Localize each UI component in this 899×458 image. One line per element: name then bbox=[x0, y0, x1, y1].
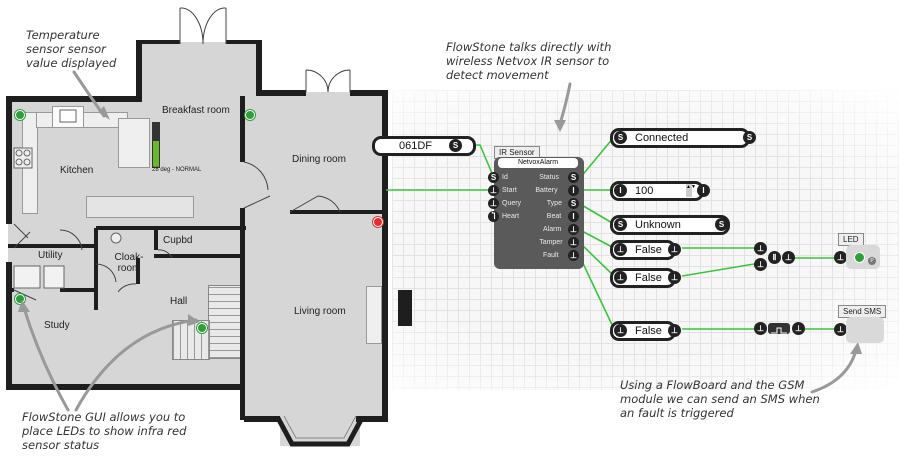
fault-pin-icon: ⊥ bbox=[614, 324, 627, 337]
room-label-utility: Utility bbox=[38, 250, 63, 261]
module-input-label-start: Start bbox=[502, 187, 517, 194]
battery-stepper[interactable]: ▲▼ bbox=[686, 184, 696, 197]
module-input-pin-query[interactable]: ⊥ bbox=[488, 198, 499, 209]
tamper-value-field[interactable]: False bbox=[610, 268, 676, 288]
merge-input-pin-1[interactable]: ⊥ bbox=[754, 242, 767, 255]
module-output-label-status: Status bbox=[539, 174, 560, 181]
status-value-field[interactable]: Connected bbox=[610, 128, 750, 148]
battery-output-pin[interactable]: I bbox=[697, 184, 710, 197]
room-label-hall: Hall bbox=[170, 296, 188, 307]
led-living-alert-icon[interactable] bbox=[373, 217, 383, 227]
module-output-label-battery: Battery bbox=[535, 187, 558, 194]
tamper-output-pin[interactable]: ⊥ bbox=[668, 271, 681, 284]
module-output-label-beat: Beat bbox=[546, 213, 562, 220]
pulse-output-pin[interactable]: ⊥ bbox=[792, 322, 805, 335]
alarm-output-pin[interactable]: ⊥ bbox=[668, 243, 681, 256]
module-input-pin-start[interactable]: ⊥ bbox=[488, 185, 499, 196]
room-label-cloakroom: Cloak- room bbox=[114, 252, 144, 274]
module-output-pin-type[interactable]: S bbox=[568, 198, 579, 209]
module-input-label-query: Query bbox=[502, 200, 522, 207]
annotation-gui-leds: FlowStone GUI allows you to place LEDs t… bbox=[22, 410, 187, 452]
room-label-kitchen: Kitchen bbox=[60, 165, 94, 176]
room-label-dining: Dining room bbox=[292, 154, 346, 165]
led-preview-icon bbox=[854, 252, 865, 263]
type-output-pin[interactable]: S bbox=[715, 218, 728, 231]
fault-output-pin[interactable]: ⊥ bbox=[668, 324, 681, 337]
led-hall-icon[interactable] bbox=[197, 323, 207, 333]
module-output-pin-fault[interactable]: ⊥ bbox=[568, 250, 579, 261]
module-input-label-id: Id bbox=[502, 174, 508, 181]
merge-gate-icon[interactable]: Ⅱ bbox=[768, 251, 781, 264]
tamper-pin-icon: ⊥ bbox=[614, 271, 627, 284]
temperature-gauge bbox=[152, 122, 160, 168]
module-output-label-type: Type bbox=[546, 200, 562, 207]
merge-input-pin-2[interactable]: ⊥ bbox=[754, 258, 767, 271]
module-output-pin-alarm[interactable]: ⊥ bbox=[568, 224, 579, 235]
module-input-label-heart: Heart bbox=[502, 213, 520, 220]
device-id-output-pin[interactable]: S bbox=[449, 139, 462, 152]
module-title: NetvoxAlarm bbox=[498, 158, 578, 168]
status-output-pin[interactable]: S bbox=[743, 131, 756, 144]
type-value-field[interactable]: Unknown bbox=[610, 215, 730, 235]
led-input-pin[interactable]: ⊥ bbox=[834, 251, 847, 264]
send-sms-component[interactable] bbox=[846, 317, 884, 343]
room-label-breakfast: Breakfast room bbox=[162, 105, 230, 116]
annotation-temperature: Temperature sensor sensor value displaye… bbox=[26, 28, 117, 70]
led-kitchen-icon[interactable] bbox=[15, 110, 25, 120]
module-input-pin-heart[interactable]: Ⴈ bbox=[488, 211, 499, 222]
room-label-living: Living room bbox=[294, 306, 346, 317]
module-input-pin-id[interactable]: S bbox=[488, 172, 499, 183]
status-pin-icon: S bbox=[614, 131, 627, 144]
module-output-pin-status[interactable]: S bbox=[568, 172, 579, 183]
led-component[interactable]: P bbox=[846, 245, 880, 269]
module-output-pin-battery[interactable]: I bbox=[568, 185, 579, 196]
type-pin-icon: S bbox=[614, 218, 627, 231]
led-dining-icon[interactable] bbox=[245, 110, 255, 120]
bay-window bbox=[275, 415, 365, 447]
annotation-flowboard-sms: Using a FlowBoard and the GSM module we … bbox=[620, 378, 820, 420]
door-arcs bbox=[13, 7, 351, 301]
module-output-label-fault: Fault bbox=[543, 252, 559, 259]
merge-output-pin[interactable]: ⊥ bbox=[782, 251, 795, 264]
module-output-pin-beat[interactable]: I bbox=[568, 211, 579, 222]
temperature-gauge-fill bbox=[153, 141, 159, 167]
battery-pin-icon: I bbox=[614, 184, 627, 197]
pulse-input-pin[interactable]: ⊥ bbox=[754, 322, 767, 335]
led-properties-icon[interactable]: P bbox=[868, 257, 876, 265]
send-sms-input-pin[interactable]: ⊥ bbox=[834, 323, 847, 336]
room-label-cupbd: Cupbd bbox=[163, 235, 193, 246]
pulse-component[interactable] bbox=[768, 323, 790, 334]
annotation-flowstone-ir: FlowStone talks directly with wireless N… bbox=[446, 40, 612, 82]
module-output-label-tamper: Tamper bbox=[539, 239, 563, 246]
temperature-readout: 28 deg - NORMAL bbox=[152, 167, 202, 173]
pulse-waveform-icon bbox=[771, 327, 787, 334]
alarm-pin-icon: ⊥ bbox=[614, 243, 627, 256]
module-output-label-alarm: Alarm bbox=[543, 226, 562, 233]
module-output-pin-tamper[interactable]: ⊥ bbox=[568, 237, 579, 248]
